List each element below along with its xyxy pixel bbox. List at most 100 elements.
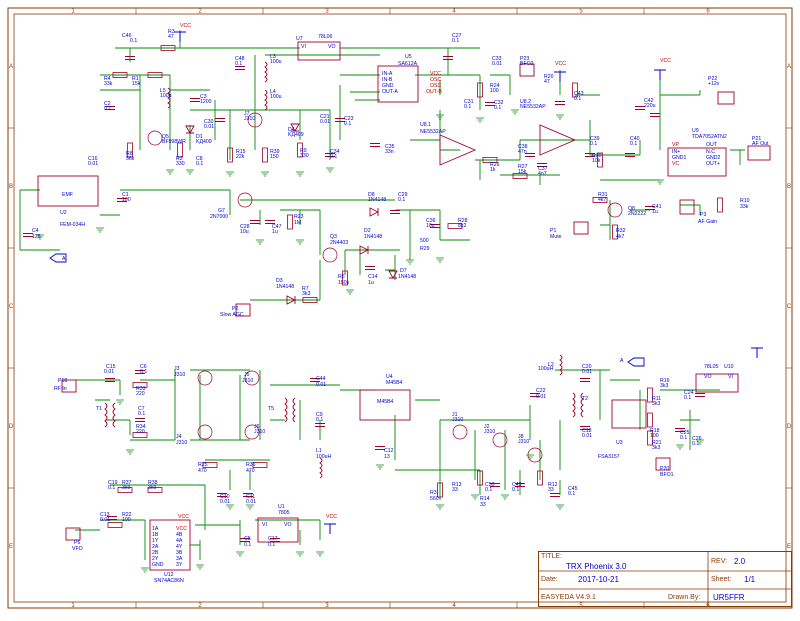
ground-symbol <box>511 109 519 115</box>
component-label: J5 <box>244 372 250 378</box>
component-label: J8 <box>518 434 524 440</box>
component-label: R2 <box>176 156 183 162</box>
component-label: C17 <box>268 536 278 542</box>
component-label: C47 <box>272 224 282 230</box>
component-label: 15k <box>132 81 141 87</box>
component-label: J310 <box>254 429 265 435</box>
component-label: 0.01 <box>204 124 214 130</box>
component-label: 1Y <box>152 538 159 544</box>
component-label: J7 <box>244 111 250 117</box>
date: 2017-10-21 <box>578 575 619 584</box>
transformer <box>284 397 296 423</box>
component-label: NE5532AP <box>420 129 446 135</box>
component-label: 47 <box>168 34 174 40</box>
grid-column-label: 4 <box>452 603 456 609</box>
component-label: 100uH <box>316 454 332 460</box>
component-label: 2A <box>152 544 159 550</box>
transistor <box>492 432 508 448</box>
component-label: C24 <box>684 390 694 396</box>
component-label: J310 <box>484 429 495 435</box>
component-label: 470 <box>246 468 255 474</box>
component-label: 0.1 <box>104 106 111 112</box>
grid-row-label: E <box>787 544 791 550</box>
component-label: R38 <box>148 480 158 486</box>
component-label: R23 <box>294 214 304 220</box>
ground-symbol <box>96 227 104 233</box>
ground-symbol <box>236 551 244 557</box>
component-label: VO <box>704 374 712 380</box>
component-label: VCC <box>326 514 337 520</box>
component-label: 10k <box>592 158 601 164</box>
component-label: C35 <box>385 144 395 150</box>
component-label: 0.01 <box>246 499 256 505</box>
diode <box>359 245 370 255</box>
vcc-power-flag <box>654 69 666 80</box>
component-label: C40 <box>630 136 640 142</box>
component-label: R8 <box>126 151 133 157</box>
opamp-u8-2 <box>539 124 577 156</box>
grid-row-label: C <box>787 304 792 310</box>
wires <box>19 30 745 560</box>
ground-symbol <box>246 504 254 510</box>
resistor <box>592 197 608 203</box>
grid-row-label: E <box>9 544 13 550</box>
grid-row-label: A <box>9 64 13 70</box>
component-label: 220u <box>644 103 656 109</box>
component-label: OUT+ <box>706 161 720 167</box>
connector-p6 <box>65 527 81 541</box>
component-label: 0.1 <box>680 435 687 441</box>
component-label: 4n7 <box>538 171 547 177</box>
ground-symbol <box>296 171 304 177</box>
inductor <box>264 61 268 83</box>
ground-symbol <box>676 444 684 450</box>
component-label: A <box>62 256 66 262</box>
component-label: G7 <box>218 208 225 214</box>
component-label: P23 <box>520 56 529 62</box>
ground-symbol <box>556 114 564 120</box>
resistor <box>477 470 483 486</box>
component-label: R32 <box>616 228 626 234</box>
component-label: R4 <box>104 76 111 82</box>
ground-symbol <box>696 439 704 445</box>
component-label: OUT-A <box>382 89 398 95</box>
component-label: 1N4148 <box>368 197 386 203</box>
resistor <box>177 142 183 158</box>
grid-column-label: 3 <box>325 603 329 609</box>
component-label: R22 <box>122 512 132 518</box>
transistor <box>244 424 260 440</box>
component-label: OSC <box>430 83 441 89</box>
component-label: 0.01 <box>104 369 114 375</box>
component-label: R33 <box>136 386 146 392</box>
component-label: 0.1 <box>485 487 492 493</box>
component-label: 100 <box>122 517 131 523</box>
component-label: R16 <box>660 378 670 384</box>
resistor <box>147 72 163 78</box>
component-label: P3 <box>700 212 706 218</box>
grid-row-label: D <box>9 424 14 430</box>
inductor <box>319 457 323 479</box>
component-label: C7 <box>138 406 145 412</box>
component-label: 7805 <box>278 510 290 516</box>
component-label: U7 <box>296 36 303 42</box>
component-label: GND1 <box>672 155 687 161</box>
component-label: M45B4 <box>377 399 394 405</box>
component-label: D8 <box>368 192 375 198</box>
grid-row-label: B <box>9 184 13 190</box>
component-label: 33n <box>385 149 394 155</box>
component-label: VP <box>672 142 679 148</box>
component-label: 0.1 <box>574 96 581 102</box>
ground-symbol <box>471 494 479 500</box>
component-label: Q5 <box>162 134 169 140</box>
component-label: D1 <box>196 134 203 140</box>
connector-p20 <box>655 457 671 471</box>
switch-u3 <box>611 399 647 429</box>
component-label: 2N4403 <box>330 240 348 246</box>
component-label: 78L05 <box>704 364 719 370</box>
component-label: R15 <box>236 149 246 155</box>
component-label: C19 <box>108 480 118 486</box>
component-label: R7 <box>302 286 309 292</box>
mixer-u4 <box>359 389 411 421</box>
component-label: GND <box>382 83 394 89</box>
component-label: 500 <box>420 238 429 244</box>
component-label: 1M <box>294 220 301 226</box>
